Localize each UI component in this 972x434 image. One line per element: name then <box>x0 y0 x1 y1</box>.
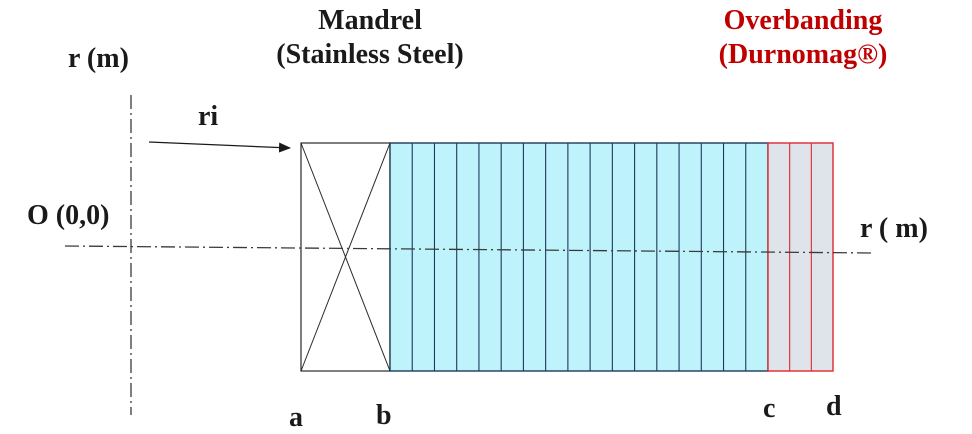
mandrel-title-line2: (Stainless Steel) <box>276 39 464 70</box>
mandrel-region <box>300 142 391 372</box>
point-a-label: a <box>289 402 303 433</box>
overbanding-title: Overbanding (Durnomag®) <box>668 4 938 72</box>
point-c-label: c <box>763 393 776 424</box>
overbanding-region <box>767 142 834 372</box>
point-d-label: d <box>826 391 842 422</box>
winding-rect <box>389 142 769 372</box>
overbanding-title-line1: Overbanding <box>723 5 883 36</box>
overbanding-rect <box>767 142 834 372</box>
mandrel-title-line1: Mandrel <box>318 5 422 36</box>
point-b-label: b <box>376 400 392 431</box>
vertical-axis-label: r (m) <box>68 43 129 74</box>
origin-label: O (0,0) <box>27 200 110 231</box>
ri-arrow <box>148 141 291 153</box>
mandrel-title: Mandrel (Stainless Steel) <box>250 4 490 72</box>
horizontal-axis-line <box>64 245 876 254</box>
overbanding-title-line2: (Durnomag®) <box>718 39 888 70</box>
winding-region <box>389 142 769 372</box>
horizontal-axis-label: r ( m) <box>860 213 928 244</box>
ri-label: ri <box>198 101 219 132</box>
mandrel-cross-line-2 <box>300 142 391 372</box>
